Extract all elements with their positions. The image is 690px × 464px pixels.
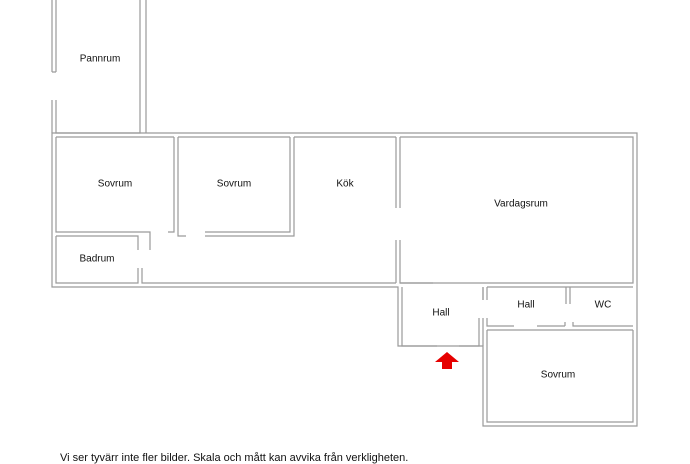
room-label-pannrum: Pannrum [79,53,121,65]
room-label-wc: WC [594,299,612,311]
room-label-sovrum-1: Sovrum [97,178,133,190]
room-label-sovrum-2: Sovrum [216,178,252,190]
caption-text: Vi ser tyvärr inte fler bilder. Skala oc… [60,452,409,464]
entrance-arrow-icon [435,352,459,369]
room-label-vardagsrum: Vardagsrum [494,198,548,210]
room-label-sovrum-3: Sovrum [540,369,576,381]
wall-badrum [55,236,396,284]
room-label-hall-inner: Hall [517,299,535,311]
wall-sovrum-1 [55,137,186,250]
room-label-hall-entry: Hall [432,307,450,319]
wall-sovrum-2 [205,137,295,237]
room-label-kok: Kök [336,178,354,190]
wall-outer-top [51,132,638,427]
wall-outer-inner [56,136,634,284]
wall-kok [395,137,433,284]
wall-hall-entry [401,287,484,347]
wall-hall-inner [482,286,633,331]
room-label-badrum: Badrum [79,253,115,265]
wall-sovrum-3 [486,330,634,423]
wall-pannrum [51,0,147,134]
